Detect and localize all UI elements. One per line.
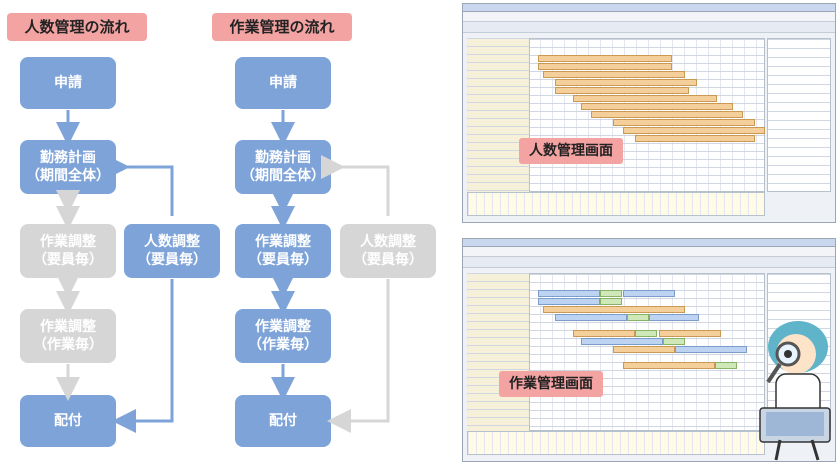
right-flow-title: 作業管理の流れ — [212, 13, 352, 41]
shift-bar — [538, 63, 672, 70]
right-headcount-adj-label-1: 人数調整 — [360, 234, 416, 250]
right-distribute-node: 配付 — [235, 395, 331, 447]
right-work-adj-staff-label-1: 作業調整 — [255, 234, 311, 250]
work-screen-titlebar — [463, 239, 835, 247]
shift-bar — [538, 55, 672, 62]
left-plan-node: 勤務計画 （期間全体） — [20, 140, 116, 194]
left-work-adj-task-label-1: 作業調整 — [40, 319, 96, 335]
task-bar — [600, 290, 622, 297]
right-plan-node: 勤務計画 （期間全体） — [235, 140, 331, 194]
mascot-illustration — [759, 321, 831, 461]
right-work-adj-task-label-1: 作業調整 — [255, 319, 311, 335]
left-plan-label-2: （期間全体） — [26, 168, 110, 184]
shift-bar — [591, 111, 743, 118]
right-work-adj-staff-node: 作業調整 （要員毎） — [235, 224, 331, 278]
shift-bar — [555, 79, 697, 86]
work-screen-label: 作業管理画面 — [499, 371, 603, 397]
headcount-screen-summary-panel — [467, 192, 765, 216]
shift-bar — [555, 87, 689, 94]
headcount-screen-menubar — [463, 12, 835, 22]
left-work-adj-staff-label-1: 作業調整 — [40, 234, 96, 250]
shift-bar — [623, 127, 765, 134]
right-work-adj-task-node: 作業調整 （作業毎） — [235, 309, 331, 363]
task-bar — [675, 346, 747, 353]
headcount-screen-thumbnail — [462, 3, 836, 223]
work-screen-name-column — [467, 273, 530, 431]
left-work-adj-task-label-2: （作業毎） — [33, 337, 103, 353]
left-distribute-label: 配付 — [54, 413, 82, 429]
right-arrow-headcount-distribute — [327, 279, 390, 433]
right-headcount-adj-node: 人数調整 （要員毎） — [340, 224, 436, 278]
task-bar — [600, 298, 622, 305]
mascot-eye — [784, 350, 792, 358]
task-bar — [649, 314, 699, 321]
shift-bar — [635, 135, 755, 142]
left-work-adj-staff-label-2: （要員毎） — [33, 252, 103, 268]
task-bar — [715, 362, 737, 369]
task-bar — [538, 290, 600, 297]
right-plan-label-1: 勤務計画 — [255, 150, 311, 166]
work-screen-summary-panel — [467, 431, 765, 455]
mascot-laptop-screen — [766, 412, 824, 436]
right-apply-node: 申請 — [235, 57, 331, 109]
headcount-screen-label: 人数管理画面 — [519, 138, 623, 164]
right-work-adj-task-label-2: （作業毎） — [248, 337, 318, 353]
left-arrow-plan-headcount — [106, 155, 174, 216]
task-bar — [543, 306, 685, 313]
mascot-magnifier-handle — [766, 362, 782, 384]
shift-bar — [581, 103, 733, 110]
left-headcount-adj-label-1: 人数調整 — [144, 234, 200, 250]
task-bar — [623, 362, 715, 369]
right-apply-label: 申請 — [269, 75, 297, 91]
task-bar — [555, 314, 627, 321]
right-headcount-adj-label-2: （要員毎） — [353, 252, 423, 268]
task-bar — [623, 290, 675, 297]
shift-bar — [573, 95, 717, 102]
right-plan-label-2: （期間全体） — [241, 168, 325, 184]
work-screen-toolbar — [463, 257, 835, 268]
shift-bar — [543, 71, 685, 78]
right-arrow-plan-headcount — [321, 155, 390, 216]
left-work-adj-task-node: 作業調整 （作業毎） — [20, 309, 116, 363]
headcount-screen-side-panel — [767, 38, 831, 192]
left-headcount-adj-label-2: （要員毎） — [137, 252, 207, 268]
left-apply-label: 申請 — [54, 75, 82, 91]
shift-bar — [613, 119, 755, 126]
right-distribute-label: 配付 — [269, 413, 297, 429]
task-bar — [573, 330, 635, 337]
headcount-screen-toolbar — [463, 22, 835, 33]
work-screen-menubar — [463, 247, 835, 257]
left-work-adj-staff-node: 作業調整 （要員毎） — [20, 224, 116, 278]
mascot-legs — [774, 439, 820, 461]
task-bar — [627, 314, 649, 321]
task-bar — [613, 346, 675, 353]
left-distribute-node: 配付 — [20, 395, 116, 447]
left-arrow-headcount-distribute — [112, 279, 174, 433]
right-work-adj-staff-label-2: （要員毎） — [248, 252, 318, 268]
left-apply-node: 申請 — [20, 57, 116, 109]
task-bar — [635, 330, 657, 337]
task-bar — [659, 330, 721, 337]
left-headcount-adj-node: 人数調整 （要員毎） — [124, 224, 220, 278]
headcount-screen-titlebar — [463, 4, 835, 12]
task-bar — [663, 338, 685, 345]
task-bar — [581, 338, 663, 345]
left-flow-title: 人数管理の流れ — [7, 13, 147, 41]
headcount-screen-name-column — [467, 38, 530, 192]
task-bar — [538, 298, 600, 305]
left-plan-label-1: 勤務計画 — [40, 150, 96, 166]
